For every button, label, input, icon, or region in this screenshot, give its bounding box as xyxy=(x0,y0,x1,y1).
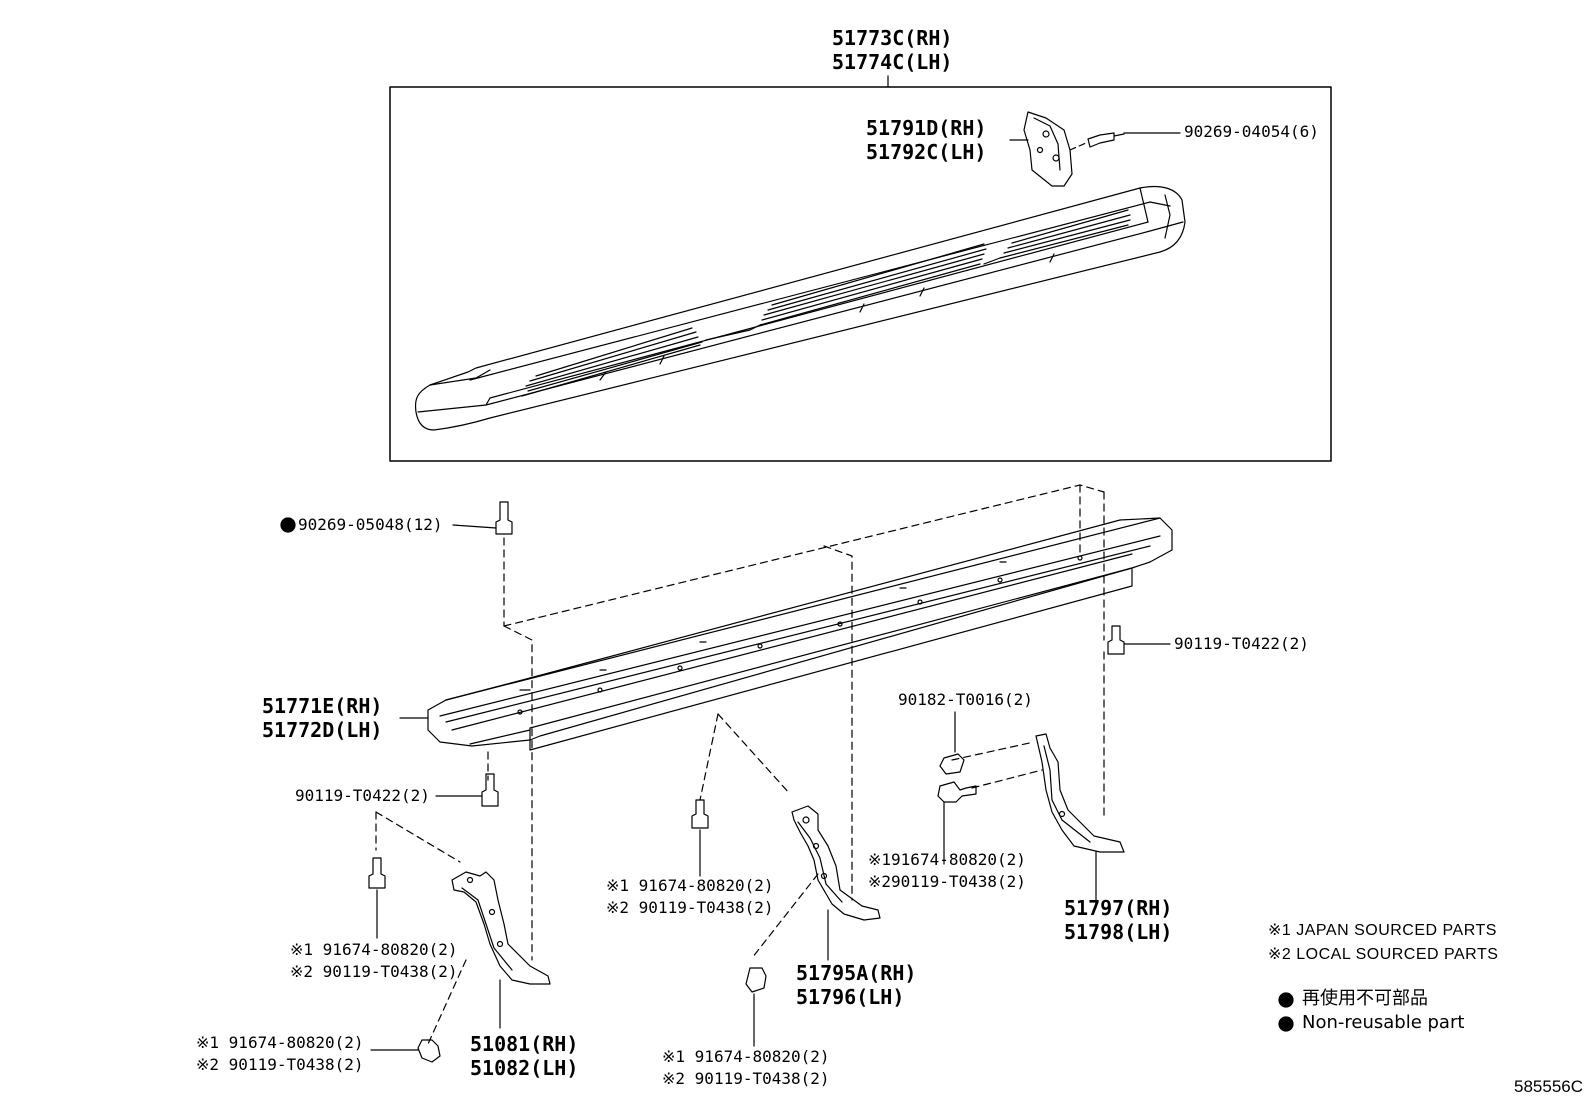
step-rail-base-illustration xyxy=(399,517,1173,751)
label-stay-center-lh: 51796(LH) xyxy=(796,985,905,1009)
legend-bullet-jp xyxy=(1278,992,1294,1008)
legend-local: ※2 LOCAL SOURCED PARTS xyxy=(1268,946,1499,963)
legend-nonreusable-jp: 再使用不可部品 xyxy=(1302,988,1428,1009)
leader-bolt-nonreusable xyxy=(452,524,497,529)
bolt-right-illustration xyxy=(1107,625,1171,655)
label-bolt-left: 90119-T0422(2) xyxy=(295,786,430,805)
label-mid-note-2: ※290119-T0438(2) xyxy=(868,872,1026,891)
label-bolt-right: 90119-T0422(2) xyxy=(1174,634,1309,653)
label-bottom-center-note-1: ※1 91674-80820(2) xyxy=(662,1047,830,1066)
small-bolt-center-upper xyxy=(691,799,709,877)
label-stay-right-rh: 51797(RH) xyxy=(1064,896,1173,920)
label-nut-right: 90182-T0016(2) xyxy=(898,690,1033,709)
nonreusable-mark xyxy=(280,517,296,533)
label-stay-center-rh: 51795A(RH) xyxy=(796,961,917,985)
label-bottom-center-note-2: ※2 90119-T0438(2) xyxy=(662,1069,830,1088)
label-left-note-1: ※1 91674-80820(2) xyxy=(290,940,458,959)
legend-nonreusable-en: Non-reusable part xyxy=(1302,1012,1465,1033)
illustration-id: 585556C xyxy=(1514,1077,1584,1096)
label-base-lh: 51772D(LH) xyxy=(262,718,383,742)
nut-right-illustration xyxy=(937,711,977,803)
step-board-top-illustration xyxy=(414,185,1186,431)
label-bottom-left-note-2: ※2 90119-T0438(2) xyxy=(196,1055,364,1074)
bolt-left-illustration xyxy=(435,773,499,807)
stay-center-illustration xyxy=(791,805,881,961)
alignment-dashes xyxy=(375,484,1105,1045)
legend-japan: ※1 JAPAN SOURCED PARTS xyxy=(1268,922,1497,939)
label-center-note-1: ※1 91674-80820(2) xyxy=(606,876,774,895)
label-mid-note-1: ※191674-80820(2) xyxy=(868,850,1026,869)
label-top-lh: 51774C(LH) xyxy=(832,50,953,74)
bolt-nonreusable-illustration xyxy=(452,501,513,535)
stay-left-illustration xyxy=(451,871,551,1029)
small-bolt-left-upper xyxy=(368,857,386,939)
stay-right-illustration xyxy=(1035,733,1125,909)
small-bolt-center-lower xyxy=(745,967,767,1047)
label-stay-left-lh: 51082(LH) xyxy=(470,1056,579,1080)
label-bolt-top: 90269-04054(6) xyxy=(1184,122,1319,141)
label-bracket-lh: 51792C(LH) xyxy=(866,140,987,164)
assembly-frame xyxy=(389,86,1332,462)
label-stay-right-lh: 51798(LH) xyxy=(1064,920,1173,944)
bracket-top-illustration xyxy=(1009,111,1181,187)
label-top-rh: 51773C(RH) xyxy=(832,26,953,50)
label-stay-left-rh: 51081(RH) xyxy=(470,1032,579,1056)
label-left-note-2: ※2 90119-T0438(2) xyxy=(290,962,458,981)
legend-bullet-en xyxy=(1278,1016,1294,1032)
label-bracket-rh: 51791D(RH) xyxy=(866,116,987,140)
label-bolt-nonreusable: 90269-05048(12) xyxy=(298,515,443,534)
small-bolt-left-lower xyxy=(370,1039,441,1063)
label-base-rh: 51771E(RH) xyxy=(262,694,383,718)
label-bottom-left-note-1: ※1 91674-80820(2) xyxy=(196,1033,364,1052)
label-center-note-2: ※2 90119-T0438(2) xyxy=(606,898,774,917)
